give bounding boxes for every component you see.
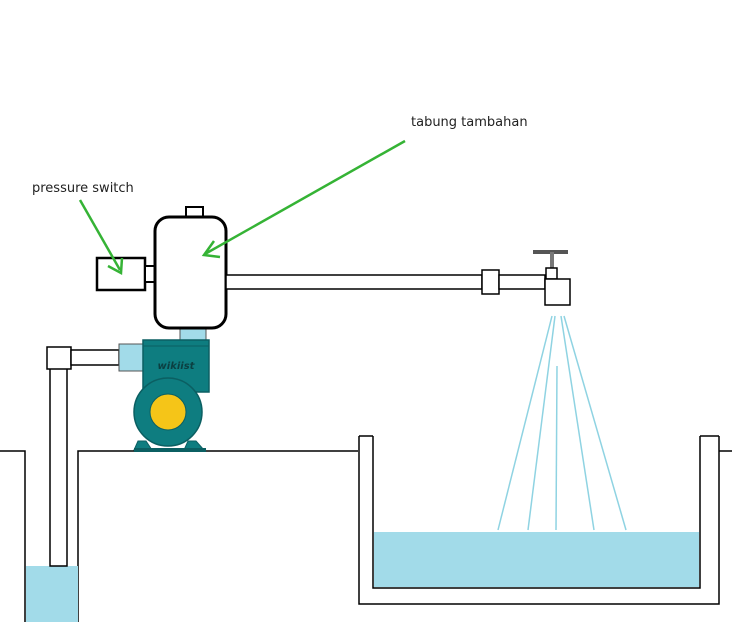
extra-tank-arrow	[201, 139, 406, 259]
suction-pipe-horizontal	[70, 349, 120, 366]
faucet-bonnet	[545, 267, 558, 280]
basin-inner-wall	[372, 436, 701, 589]
well-water	[26, 566, 78, 622]
faucet-valve-stem	[550, 252, 554, 270]
water-pump-icon: wikiist	[133, 339, 210, 452]
suction-pipe-vertical	[49, 365, 68, 567]
faucet-spout	[544, 278, 571, 306]
pressure-switch-label: pressure switch	[32, 181, 134, 196]
outlet-pipe-end	[498, 274, 546, 290]
pump-brand-label: wikiist	[158, 361, 196, 372]
faucet-icon	[533, 250, 571, 306]
pressure-switch-box	[95, 256, 158, 292]
extra-tank-label: tabung tambahan	[411, 115, 528, 130]
pump-inlet-coupling	[118, 343, 144, 372]
outlet-pipe	[225, 274, 483, 290]
spray-stream	[555, 365, 558, 531]
spray-stream	[563, 315, 627, 531]
spray-stream	[497, 315, 553, 531]
tank-body	[153, 215, 228, 330]
outlet-pipe-joint	[481, 269, 500, 295]
basin-water	[374, 532, 699, 587]
water-spray	[497, 315, 627, 531]
spray-stream	[527, 315, 556, 531]
ground-line	[0, 450, 26, 622]
ground-line-right	[77, 450, 358, 622]
pump-base-plate	[134, 448, 206, 452]
basin-outer-wall	[358, 436, 720, 605]
suction-elbow	[46, 346, 72, 370]
pressure-tank-icon	[153, 206, 228, 330]
spray-stream	[560, 315, 595, 531]
water-basin	[358, 435, 720, 605]
pump-impeller-core	[149, 393, 187, 431]
pressure-switch-arrow	[78, 199, 124, 276]
